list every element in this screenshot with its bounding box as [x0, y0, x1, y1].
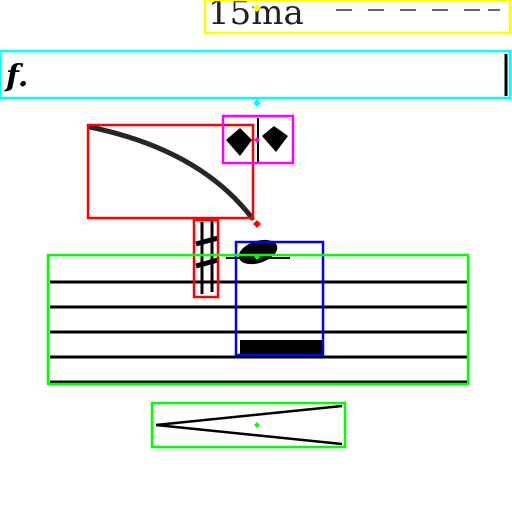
- slur-center-marker: [253, 220, 261, 228]
- rest-center-marker: [254, 137, 260, 143]
- dynamic-text: f.: [4, 59, 28, 94]
- hairpin-center-marker: [254, 422, 260, 428]
- slur-bbox: [86, 123, 255, 220]
- beam-segment: [240, 340, 322, 354]
- dynamic-bbox: [0, 49, 512, 100]
- dynamic-center-marker: [253, 99, 261, 107]
- dynamic-marking: f.: [4, 54, 508, 96]
- staff-center-marker: [254, 254, 260, 260]
- ottava-bbox: [203, 0, 512, 35]
- ottava-text: 15ma: [208, 0, 304, 33]
- rest-bbox: [221, 114, 295, 165]
- staff-bbox: [46, 253, 470, 386]
- ottava-center-marker: [253, 4, 261, 12]
- hairpin-bbox: [150, 401, 347, 449]
- hairpin: [155, 404, 343, 446]
- ottava-marking: 15ma: [208, 0, 500, 33]
- staff: [50, 280, 468, 384]
- notehead-bbox: [234, 240, 325, 357]
- slur-curve: [87, 124, 255, 221]
- sharp-bbox: [192, 218, 220, 299]
